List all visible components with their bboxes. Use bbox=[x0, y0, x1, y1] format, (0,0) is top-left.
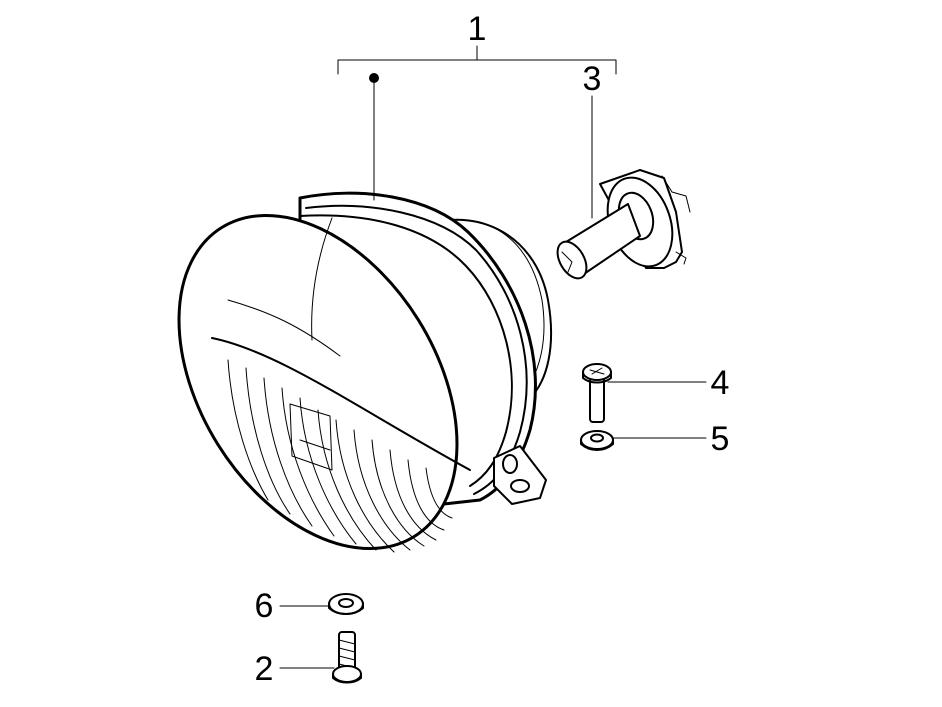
lens-flutes bbox=[227, 359, 453, 553]
leader-dot bbox=[369, 73, 379, 83]
bulb bbox=[556, 169, 691, 280]
callout-5: 5 bbox=[711, 420, 730, 458]
callout-2: 2 bbox=[255, 650, 274, 688]
headlight-assembly bbox=[177, 191, 553, 553]
callout-1: 1 bbox=[468, 10, 487, 48]
callout-3: 3 bbox=[583, 60, 602, 98]
callout-4: 4 bbox=[711, 364, 730, 402]
washer-right bbox=[580, 430, 614, 451]
washer-bottom bbox=[328, 593, 364, 615]
screw-bottom bbox=[332, 631, 362, 684]
leader-lines bbox=[279, 45, 707, 669]
callout-6: 6 bbox=[255, 587, 274, 625]
mounting-tab bbox=[493, 445, 547, 505]
screw-right bbox=[582, 363, 612, 423]
